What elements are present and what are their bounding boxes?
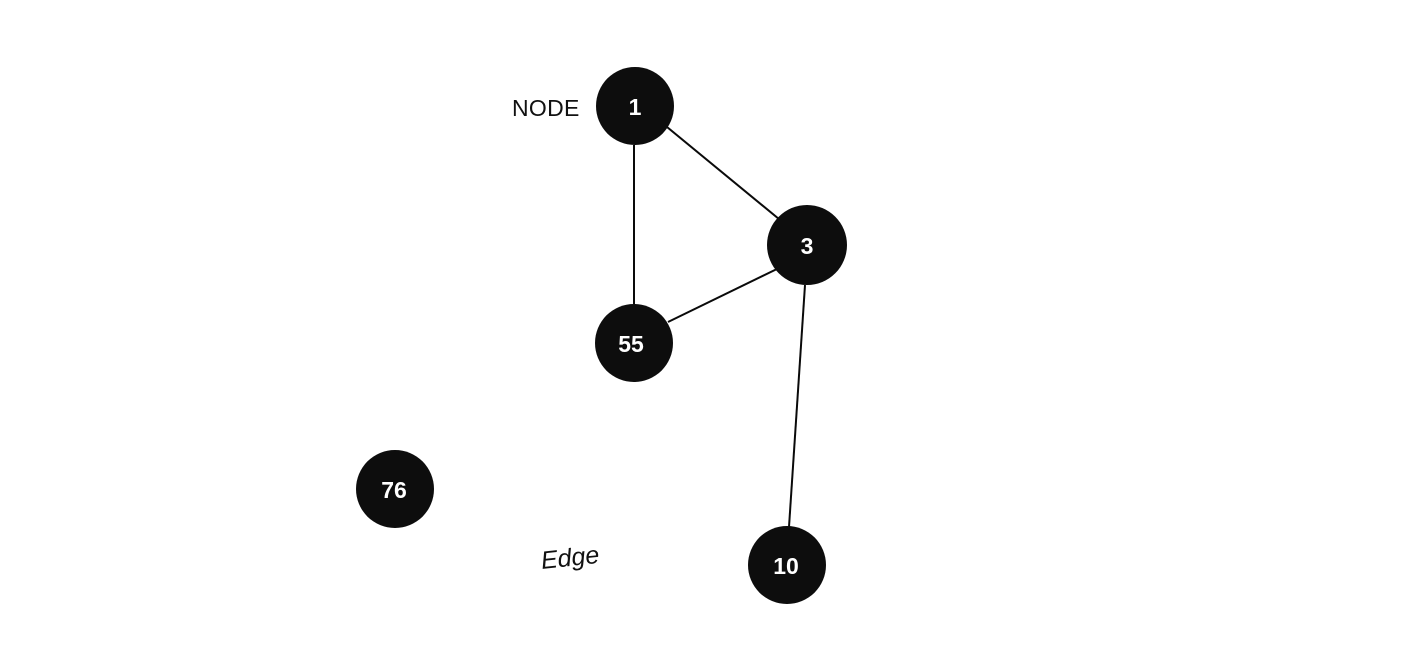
node-label: 10	[773, 553, 799, 579]
annotations-group: NODE Edge	[512, 95, 601, 575]
node-circle[interactable]	[595, 304, 673, 382]
node-annotation-label: NODE	[512, 95, 580, 121]
node-circle[interactable]	[748, 526, 826, 604]
node-label: 55	[618, 331, 644, 357]
node-label: 3	[801, 233, 814, 259]
graph-node[interactable]: 10	[748, 526, 826, 604]
graph-node[interactable]: 3	[767, 205, 847, 285]
graph-node[interactable]: 55	[595, 304, 673, 382]
graph-edge[interactable]	[667, 267, 780, 323]
node-circle[interactable]	[767, 205, 847, 285]
node-circle[interactable]	[596, 67, 674, 145]
node-circle[interactable]	[356, 450, 434, 528]
node-label: 76	[381, 477, 407, 503]
graph-edge[interactable]	[788, 284, 806, 528]
nodes-group: 1 3 55 76 10	[356, 67, 847, 604]
edges-group	[633, 126, 806, 528]
node-label: 1	[629, 94, 642, 120]
edge-annotation-label: Edge	[540, 541, 601, 575]
graph-edge[interactable]	[666, 126, 786, 225]
graph-node[interactable]: 76	[356, 450, 434, 528]
graph-node[interactable]: 1	[596, 67, 674, 145]
